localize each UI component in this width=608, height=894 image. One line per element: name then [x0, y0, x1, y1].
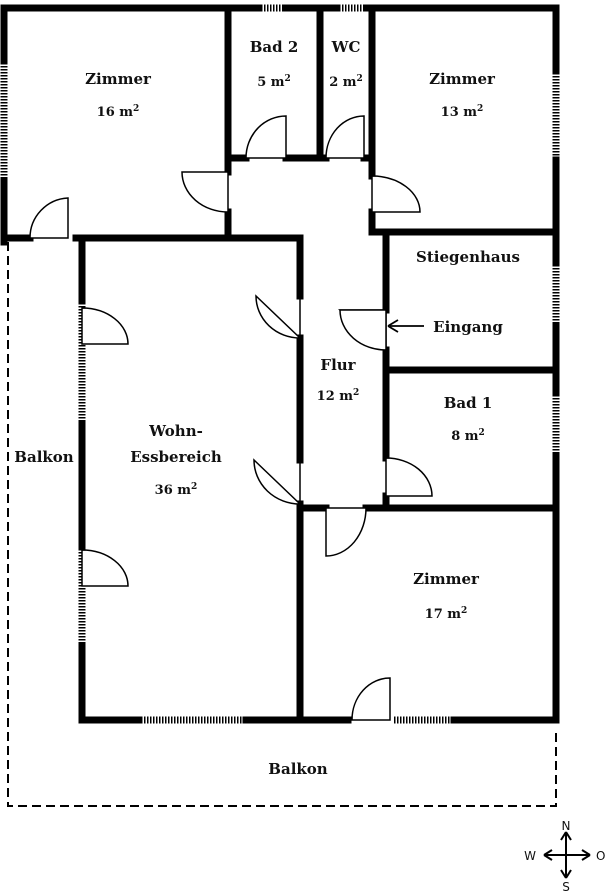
- room-name-line2: Essbereich: [130, 448, 222, 466]
- door-wohn-balkon-1: [81, 307, 129, 345]
- door-wc: [325, 115, 365, 159]
- room-area: 12 m2: [317, 388, 360, 404]
- door-bad1: [385, 457, 433, 497]
- compass-icon: N S W O: [524, 819, 605, 894]
- room-name: Bad 2: [250, 38, 299, 56]
- room-area: 13 m2: [441, 104, 484, 120]
- door-bad2: [245, 115, 287, 159]
- windows: [0, 4, 560, 724]
- balcony-outline: [7, 242, 557, 807]
- balcony-label-west: Balkon: [14, 448, 73, 466]
- door-zimmer16-hall: [181, 171, 229, 213]
- room-name-line1: Wohn-: [148, 422, 203, 440]
- room-name: Zimmer: [85, 70, 152, 88]
- room-area: 5 m2: [257, 74, 291, 90]
- room-name: WC: [331, 38, 361, 56]
- door-eingang-arc: [339, 309, 387, 351]
- room-area: 8 m2: [451, 428, 485, 444]
- room-name: Flur: [320, 356, 356, 374]
- balcony-label-south: Balkon: [268, 760, 327, 778]
- room-name: Zimmer: [429, 70, 496, 88]
- entrance-arrow: [387, 319, 424, 333]
- room-name: Zimmer: [413, 570, 480, 588]
- doors: [29, 115, 433, 721]
- room-name: Bad 1: [444, 394, 493, 412]
- door-wohn-flur-2: [253, 458, 301, 506]
- door-zimmer13: [371, 175, 421, 213]
- compass-n: N: [562, 819, 571, 833]
- door-wohn-flur: [255, 294, 301, 340]
- room-area: 17 m2: [425, 606, 468, 622]
- door-zimmer17-top: [325, 507, 367, 557]
- door-zimmer16: [29, 197, 69, 239]
- door-zimmer17-south: [351, 677, 391, 721]
- door-wohn-balkon-2: [81, 549, 129, 587]
- compass-s: S: [562, 880, 570, 894]
- compass-w: W: [524, 849, 536, 863]
- room-area: 16 m2: [97, 104, 140, 120]
- room-area: 36 m2: [155, 482, 198, 498]
- room-labels: Zimmer 16 m2 Bad 2 5 m2 WC 2 m2 Zimmer 1…: [14, 38, 520, 778]
- entrance-label: Eingang: [433, 318, 503, 336]
- room-area: 2 m2: [329, 74, 363, 90]
- walls: [0, 4, 560, 724]
- compass-o: O: [596, 849, 605, 863]
- room-name: Stiegenhaus: [416, 248, 520, 266]
